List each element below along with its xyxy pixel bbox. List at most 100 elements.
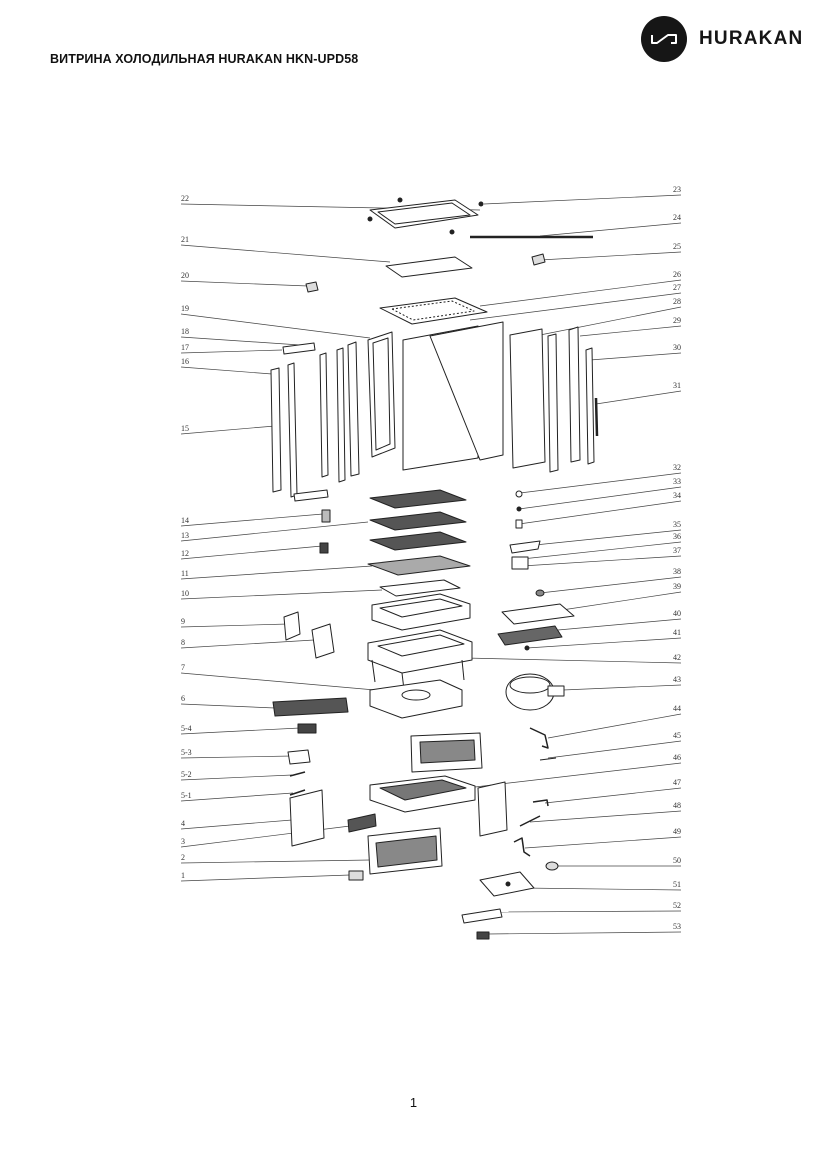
part-door-frame: [367, 331, 396, 458]
leader-line: [469, 292, 682, 321]
leader-line: [519, 472, 682, 494]
part-number-label: 2: [181, 853, 185, 862]
part-number-label: 39: [673, 582, 681, 591]
part-number-label: 37: [673, 546, 681, 555]
brand-name: HURAKAN: [699, 28, 804, 49]
brand-logo: HURAKAN: [641, 16, 803, 62]
leader-line: [180, 623, 289, 628]
part-side-profile: [287, 362, 298, 498]
part-number-label: 19: [181, 304, 189, 313]
part-rear-frame: [568, 326, 581, 463]
part-number-label: 30: [673, 343, 681, 352]
leader-line: [180, 313, 371, 339]
part-number-label: 7: [181, 663, 185, 672]
part-number-label: 25: [673, 242, 681, 251]
leader-line: [562, 684, 682, 691]
part-number-label: 29: [673, 316, 681, 325]
part-number-label: 43: [673, 675, 681, 684]
leader-line: [521, 555, 682, 567]
part-mount-bracket: [283, 611, 301, 641]
part-number-label: 5-1: [181, 791, 192, 800]
leader-line: [180, 672, 376, 691]
leader-line: [544, 787, 682, 804]
leader-line: [180, 727, 301, 735]
part-number-label: 12: [181, 549, 189, 558]
part-small-bracket: [305, 281, 319, 293]
part-top-cover: [369, 199, 479, 229]
part-number-label: 42: [673, 653, 681, 662]
part-evaporator-cover: [379, 579, 461, 597]
leader-line: [483, 194, 682, 205]
part-condenser-coil: [272, 697, 349, 717]
part-number-label: 18: [181, 327, 189, 336]
part-relay: [297, 723, 317, 734]
logo-mark-icon: [641, 16, 687, 62]
leader-line: [521, 541, 682, 560]
part-insulation-plate: [501, 603, 575, 625]
leader-line: [180, 565, 373, 580]
leader-line: [547, 713, 682, 739]
part-number-label: 40: [673, 609, 681, 618]
leader-line: [526, 637, 682, 649]
leader-line: [180, 336, 301, 346]
part-number-label: 20: [181, 271, 189, 280]
part-shelf-2: [369, 511, 467, 531]
part-number-label: 3: [181, 837, 185, 846]
part-number-label: 47: [673, 778, 681, 787]
part-bottom-shelf: [367, 555, 471, 576]
leader-line: [180, 366, 273, 375]
part-bottom-strip: [461, 908, 503, 924]
part-number-label: 15: [181, 424, 189, 433]
leader-line: [518, 500, 682, 525]
part-evaporator-housing: [371, 593, 471, 631]
part-number-label: 22: [181, 194, 189, 203]
part-number-label: 44: [673, 704, 681, 713]
leader-line: [539, 576, 682, 594]
leader-line: [180, 703, 276, 709]
leader-line: [539, 222, 682, 237]
part-number-label: 48: [673, 801, 681, 810]
part-number-label: 23: [673, 185, 681, 194]
part-number-label: 10: [181, 589, 189, 598]
part-number-label: 8: [181, 638, 185, 647]
leader-line: [464, 657, 682, 664]
leader-line: [547, 740, 682, 759]
part-power-cord: [513, 837, 531, 857]
leader-line: [180, 425, 276, 435]
leader-line: [529, 810, 682, 823]
leader-line: [518, 486, 682, 510]
part-number-label: 24: [673, 213, 681, 222]
part-number-label: 9: [181, 617, 185, 626]
part-number-label: 17: [181, 343, 189, 352]
part-clip: [531, 253, 546, 266]
part-number-label: 51: [673, 880, 681, 889]
part-number-label: 14: [181, 516, 189, 525]
leader-line: [180, 825, 351, 848]
part-side-panel-right: [477, 781, 508, 837]
part-number-label: 31: [673, 381, 681, 390]
page-number: 1: [409, 1095, 418, 1110]
leader-line: [521, 887, 682, 891]
leader-line: [180, 774, 293, 781]
leader-line: [557, 618, 682, 631]
part-number-label: 16: [181, 357, 189, 366]
leader-line: [180, 792, 294, 802]
part-number-label: 32: [673, 463, 681, 472]
leader-line: [595, 390, 682, 405]
leader-line: [539, 306, 682, 336]
leader-line: [474, 762, 682, 788]
part-number-label: 4: [181, 819, 185, 828]
part-number-label: 27: [673, 283, 681, 292]
leader-line: [180, 349, 283, 354]
part-number-label: 38: [673, 567, 681, 576]
part-shelf-1: [369, 489, 467, 509]
part-number-label: 45: [673, 731, 681, 740]
part-foot: [348, 870, 364, 881]
part-door-profile-left: [270, 367, 282, 493]
part-number-label: 21: [181, 235, 189, 244]
part-door-seal-strip: [347, 341, 360, 477]
leader-line: [534, 529, 682, 546]
part-number-label: 6: [181, 694, 185, 703]
leader-line: [180, 244, 391, 263]
